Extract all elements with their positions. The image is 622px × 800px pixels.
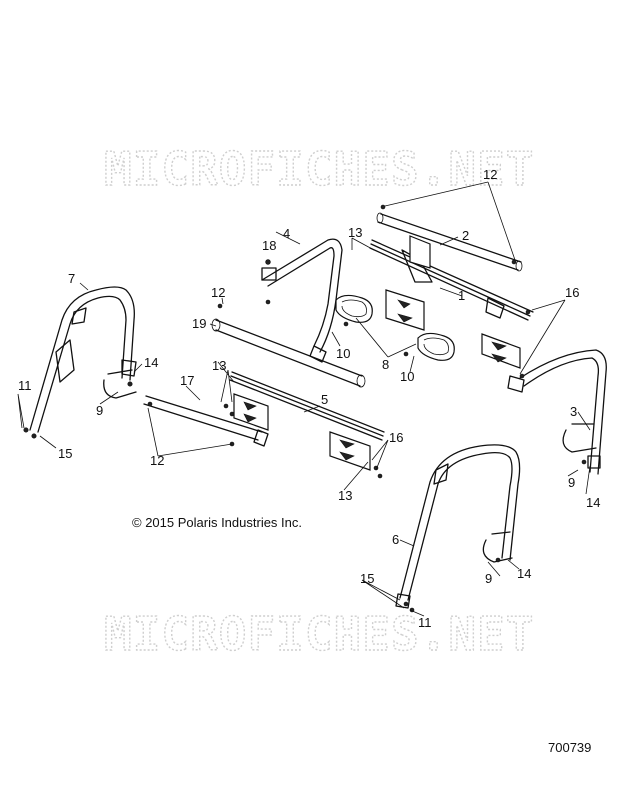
callout-1: 1: [458, 288, 465, 303]
callout-10-a: 10: [336, 346, 350, 361]
callout-3: 3: [570, 404, 577, 419]
watermark-top: MICROFICHES.NET: [104, 142, 534, 196]
callout-2: 2: [462, 228, 469, 243]
part-2-rear-cross-tube: [376, 204, 523, 272]
callout-7: 7: [68, 271, 75, 286]
callout-6: 6: [392, 532, 399, 547]
callout-11-left: 11: [18, 378, 32, 393]
copyright-notice: © 2015 Polaris Industries Inc.: [132, 515, 302, 530]
callout-13-mid: 13: [212, 358, 226, 373]
callout-18: 18: [262, 238, 276, 253]
part-17-left-lower-tube: [143, 395, 269, 447]
part-6-right-front-frame: [395, 444, 521, 609]
callout-19: 19: [192, 316, 206, 331]
part-3-right-rear-frame: [507, 349, 607, 475]
callout-14-right: 14: [586, 495, 600, 510]
callout-15-left: 15: [58, 446, 72, 461]
part-8-mirrors: [335, 294, 455, 361]
callout-9-right: 9: [568, 475, 575, 490]
hardware: [23, 299, 587, 613]
part-4-a-pillar: [261, 238, 343, 363]
callout-17: 17: [180, 373, 194, 388]
callout-16-mid: 16: [389, 430, 403, 445]
part-1-rear-brace: [369, 235, 534, 369]
part-7-left-front-frame: [29, 286, 137, 433]
watermark-bottom: MICROFICHES.NET: [104, 607, 534, 661]
diagram-part-number: 700739: [548, 740, 591, 755]
callout-12-bottom: 12: [150, 453, 164, 468]
part-5-lower-brace: [229, 371, 385, 471]
callout-12-top: 12: [483, 167, 497, 182]
callout-11-bottom: 11: [418, 615, 432, 630]
callout-14-bottom: 14: [517, 566, 531, 581]
callout-9-bottom: 9: [485, 571, 492, 586]
callout-8: 8: [382, 357, 389, 372]
callout-15-bottom: 15: [360, 571, 374, 586]
callout-13-top: 13: [348, 225, 362, 240]
callout-14-left: 14: [144, 355, 158, 370]
callout-9-left: 9: [96, 403, 103, 418]
callout-13-bottom: 13: [338, 488, 352, 503]
leader-lines: [17, 181, 591, 617]
callout-4: 4: [283, 226, 290, 241]
callout-10-b: 10: [400, 369, 414, 384]
callout-12-left: 12: [211, 285, 225, 300]
callout-16-right: 16: [565, 285, 579, 300]
callout-5: 5: [321, 392, 328, 407]
